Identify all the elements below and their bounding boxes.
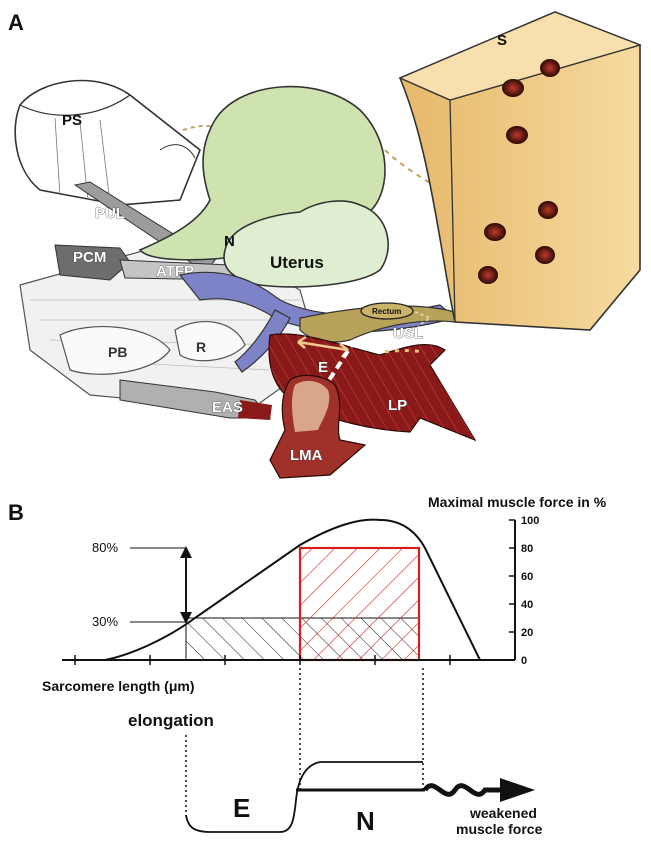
label-e: E (318, 359, 328, 376)
level-30-label: 30% (92, 614, 118, 629)
label-pul: PUL (95, 205, 125, 222)
label-lma: LMA (290, 447, 323, 464)
y-axis-ticks: 0 20 40 60 80 100 (509, 515, 539, 667)
weakened-line1: weakened (469, 805, 537, 821)
y-axis-title: Maximal muscle force in % (428, 494, 607, 510)
panel-b-letter: B (8, 500, 24, 525)
panel-b: B Maximal muscle force in % 0 20 40 60 80 100… (8, 494, 607, 837)
weakened-arrow-head (500, 778, 535, 802)
panel-a: A PS PB R EAS PUL PCM ATFP (8, 10, 640, 478)
label-eas: EAS (212, 399, 243, 416)
label-n-state: N (356, 806, 375, 836)
label-uterus: Uterus (270, 253, 324, 272)
y-tick-label-0: 0 (521, 655, 527, 667)
pubic-symphysis-structure (15, 81, 200, 205)
label-s: S (497, 32, 507, 49)
y-tick-label-20: 20 (521, 627, 533, 639)
elongation-label: elongation (128, 711, 214, 730)
state-trace-upper (186, 762, 423, 832)
weakened-line2: muscle force (456, 821, 543, 837)
label-usl: USL (393, 325, 423, 342)
weakened-wavy-arrow (425, 786, 505, 795)
level-80-label: 80% (92, 540, 118, 555)
label-ps: PS (62, 112, 82, 129)
force-regions (186, 548, 419, 660)
label-r: R (196, 339, 206, 355)
y-tick-label-40: 40 (521, 599, 533, 611)
y-tick-label-100: 100 (521, 515, 539, 527)
y-tick-label-60: 60 (521, 571, 533, 583)
label-e-state: E (233, 793, 250, 823)
panel-a-letter: A (8, 10, 24, 35)
y-tick-label-80: 80 (521, 543, 533, 555)
label-rectum: Rectum (372, 307, 401, 316)
eas-red-tip (238, 400, 272, 420)
x-axis-title: Sarcomere length (μm) (42, 678, 195, 694)
label-lp: LP (388, 397, 407, 414)
label-pcm: PCM (73, 249, 106, 266)
label-pb: PB (108, 344, 127, 360)
region-80-percent (300, 548, 419, 660)
label-n: N (224, 233, 235, 250)
